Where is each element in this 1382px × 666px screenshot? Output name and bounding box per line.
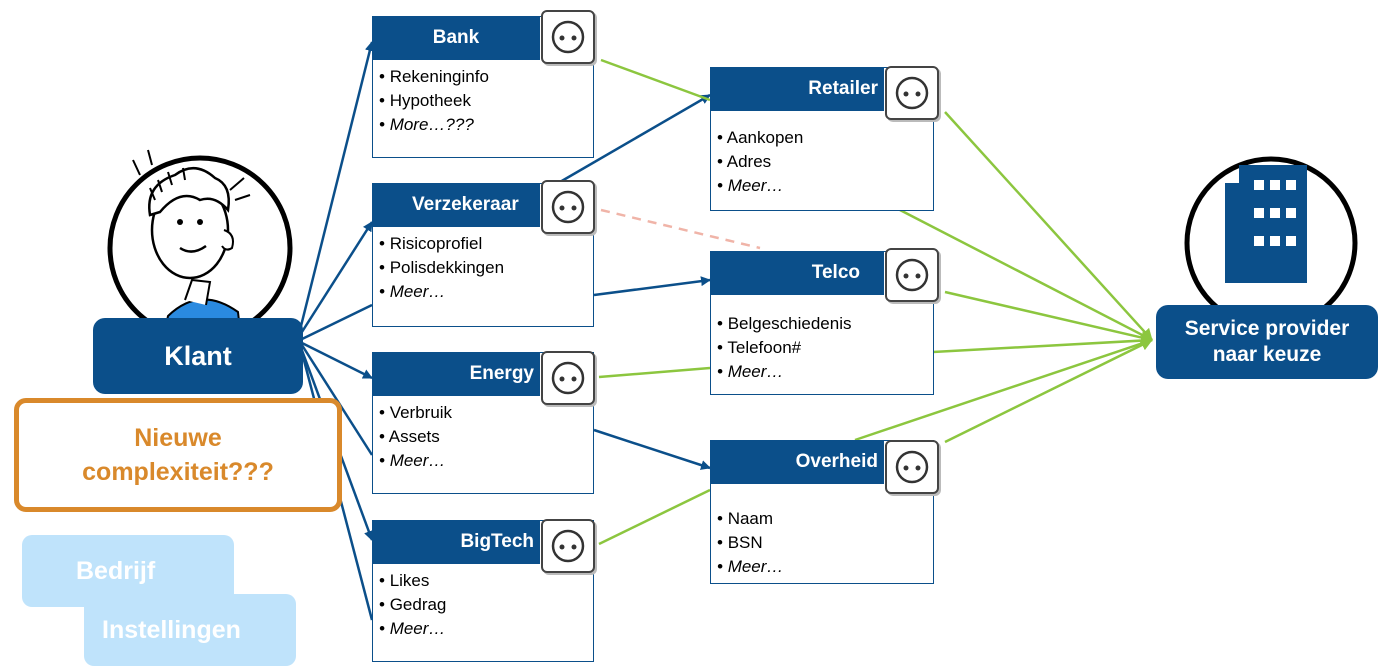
overheid-box: Overheid Naam BSN Meer… [710,440,934,584]
complexity-label: Nieuwe complexiteit??? [14,398,342,512]
list-item-more: Meer… [717,555,784,579]
list-item-more: Meer… [379,449,452,473]
socket-icon [541,519,595,573]
socket-icon [885,66,939,120]
list-item: Telefoon# [717,336,852,360]
list-item: Verbruik [379,401,452,425]
arrow-verzekeraar-retailer [559,93,711,184]
arrow-energy-overheid [593,428,711,470]
list-item-more: Meer… [379,617,446,641]
list-item: Rekeninginfo [379,65,489,89]
green-telco-sp-2 [932,338,1153,354]
instellingen-pill: Instellingen [84,594,296,666]
list-item-more: Meer… [379,280,504,304]
person-illustration [107,149,293,341]
green-retailer-sp [944,111,1153,341]
building-icon [1184,156,1358,330]
overheid-title: Overheid [710,440,884,484]
green-retailer-sp-2 [899,208,1153,342]
list-item: Naam [717,507,783,531]
list-item-more: Meer… [717,360,852,384]
list-item: Hypotheek [379,89,489,113]
arrow-klant-energy-2 [298,341,374,456]
green-energy-telco [598,366,711,379]
retailer-box: Retailer Aankopen Adres Meer… [710,67,934,211]
socket-icon [885,248,939,302]
green-bank-retailer [600,58,711,102]
green-overheid-sp [944,338,1153,444]
verzekeraar-title: Verzekeraar [372,183,540,227]
list-item: Aankopen [717,126,804,150]
overheid-list: Naam BSN Meer… [717,507,784,579]
arrow-verzekeraar-telco [593,276,711,297]
list-item: BSN [717,531,783,555]
list-item: Adres [717,150,803,174]
bank-title: Bank [372,16,540,60]
dashed-verzekeraar-telco [600,208,761,250]
socket-icon [541,351,595,405]
retailer-list: Aankopen Adres Meer… [717,126,804,198]
arrow-klant-energy [299,340,373,380]
green-telco-sp [944,290,1153,344]
list-item: Polisdekkingen [379,256,504,280]
arrow-klant-verzekeraar-2 [299,303,373,342]
instellingen-label: Instellingen [102,615,241,644]
bigtech-title: BigTech [372,520,540,564]
list-item-more: More…??? [379,113,489,137]
telco-list: Belgeschiedenis Telefoon# Meer… [717,312,852,384]
bedrijf-label: Bedrijf [76,556,156,585]
arrow-klant-verzekeraar [298,221,374,336]
telco-title: Telco [710,251,884,295]
green-overheid-sp-2 [854,338,1153,442]
list-item: Gedrag [379,593,447,617]
list-item: Belgeschiedenis [717,312,852,336]
bank-list: Rekeninginfo Hypotheek More…??? [379,65,489,137]
retailer-title: Retailer [710,67,884,111]
energy-list: Verbruik Assets Meer… [379,401,452,473]
list-item: Likes [379,569,446,593]
list-item-more: Meer… [717,174,803,198]
socket-icon [885,440,939,494]
energy-title: Energy [372,352,540,396]
verzekeraar-list: Risicoprofiel Polisdekkingen Meer… [379,232,504,304]
service-provider-text: Service provider naar keuze [1184,317,1350,366]
verzekeraar-box: Verzekeraar Risicoprofiel Polisdekkingen… [372,183,594,327]
socket-icon [541,10,595,64]
service-provider-label: Service provider naar keuze [1156,305,1378,379]
list-item: Risicoprofiel [379,232,504,256]
klant-label: Klant [93,318,303,394]
complexity-text: Nieuwe complexiteit??? [82,424,274,486]
list-item: Assets [379,425,452,449]
bigtech-list: Likes Gedrag Meer… [379,569,447,641]
green-bigtech-overheid [598,488,711,546]
socket-icon [541,180,595,234]
arrow-klant-bank [298,41,375,331]
